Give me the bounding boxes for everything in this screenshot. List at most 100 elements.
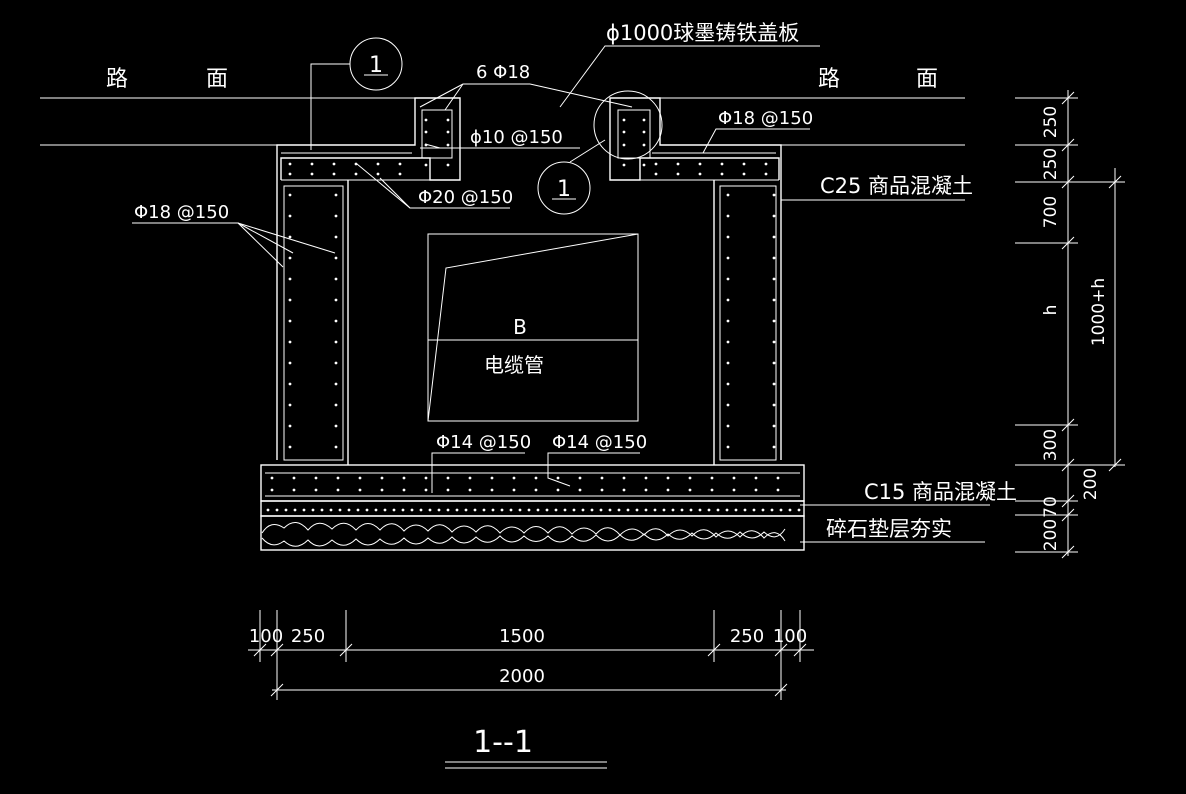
rebar-dot <box>446 130 450 134</box>
rebar-dot <box>772 277 776 281</box>
rebar-dot <box>578 488 582 492</box>
road-left-1: 路 <box>106 67 128 92</box>
road-surface <box>40 97 965 146</box>
rebar-dot <box>512 488 516 492</box>
rebar-dot <box>534 488 538 492</box>
rebar-dot <box>642 143 646 147</box>
base-slab <box>260 464 805 551</box>
rebar-phi18-top-label: Φ18 @150 <box>718 108 813 129</box>
rebar-dot <box>288 235 292 239</box>
rebar-dot <box>509 508 513 512</box>
rebar-phi14-b-label: Φ14 @150 <box>552 432 647 453</box>
rebar-dot <box>288 382 292 386</box>
dim-250-b: 250 <box>1041 148 1061 180</box>
rebar-dot <box>446 143 450 147</box>
rebar-dot <box>288 445 292 449</box>
gravel-pattern <box>261 522 786 547</box>
svg-text:1: 1 <box>557 177 571 202</box>
detail-mark-1-bottom: 1 <box>537 90 663 215</box>
rebar-dot <box>527 508 531 512</box>
rebar-dot <box>374 508 378 512</box>
rebar-dot <box>437 508 441 512</box>
rebar-dot <box>688 488 692 492</box>
dim-h: h <box>1041 305 1061 316</box>
rebar-dot <box>402 476 406 480</box>
rebar-dot <box>288 277 292 281</box>
rebar-dot <box>772 235 776 239</box>
dim-2000: 2000 <box>499 666 545 687</box>
rebar-dot <box>772 193 776 197</box>
rebar-dot <box>464 508 468 512</box>
rebar-dot <box>310 162 314 166</box>
rebar-dot <box>572 508 576 512</box>
rebar-dot <box>468 488 472 492</box>
rebar-dot <box>536 508 540 512</box>
rebar-dot <box>275 508 279 512</box>
rebar-dot <box>410 508 414 512</box>
bottom-dimension-chain: 100 250 1500 250 100 2000 <box>248 610 814 700</box>
rebar-dot <box>288 256 292 260</box>
rebar-dot <box>314 488 318 492</box>
rebar-dot <box>622 143 626 147</box>
rebar-dot <box>338 508 342 512</box>
rebar-dot <box>288 424 292 428</box>
road-right-2: 面 <box>916 67 938 92</box>
rebar-dot <box>334 445 338 449</box>
rebar-dot <box>334 298 338 302</box>
rebar-phi10-label: ϕ10 @150 <box>470 127 563 148</box>
rebar-phi14-a-label: Φ14 @150 <box>436 432 531 453</box>
rebar-dot <box>446 488 450 492</box>
rebar-dot <box>772 445 776 449</box>
rebar-dot <box>329 508 333 512</box>
rebar-dot <box>270 476 274 480</box>
rebar-dot <box>742 172 746 176</box>
rebar-dot <box>600 476 604 480</box>
rebar-dot <box>402 488 406 492</box>
rebar-dot <box>356 508 360 512</box>
rebar-dot <box>600 488 604 492</box>
dim-1000h: 1000+h <box>1089 278 1109 346</box>
rebar-dot <box>726 445 730 449</box>
rebar-dot <box>743 508 747 512</box>
rebar-dot <box>468 476 472 480</box>
top-slab <box>276 97 782 460</box>
rebar-dot <box>292 488 296 492</box>
rebar-dot <box>266 508 270 512</box>
rebar-dot <box>635 508 639 512</box>
rebar-dot <box>726 235 730 239</box>
rebar-dot <box>311 508 315 512</box>
rebar-dot <box>270 488 274 492</box>
road-right-1: 路 <box>818 67 840 92</box>
rebar-dot <box>424 476 428 480</box>
rebar-dot <box>720 172 724 176</box>
rebar-dot <box>772 361 776 365</box>
rebar-dot <box>288 162 292 166</box>
rebar-dot <box>698 172 702 176</box>
rebar-dot <box>622 163 626 167</box>
rebar-dots <box>266 118 801 512</box>
rebar-dot <box>642 118 646 122</box>
rebar-dot <box>732 476 736 480</box>
rebar-dot <box>726 361 730 365</box>
detail-mark-1-top: 1 <box>310 37 403 150</box>
rebar-dot <box>772 319 776 323</box>
rebar-dot <box>347 508 351 512</box>
rebar-dot <box>490 476 494 480</box>
rebar-dot <box>599 508 603 512</box>
right-dimension-chain: 250 250 700 h 300 70 200 200 1000+h <box>1015 90 1125 559</box>
dim-1500: 1500 <box>499 626 545 647</box>
rebar-dot <box>654 162 658 166</box>
rebar-6phi18-label: 6 Φ18 <box>476 62 530 83</box>
rebar-dot <box>288 361 292 365</box>
rebar-dot <box>455 508 459 512</box>
rebar-dot <box>725 508 729 512</box>
rebar-dot <box>446 163 450 167</box>
rebar-dot <box>314 476 318 480</box>
rebar-dot <box>707 508 711 512</box>
rebar-dot <box>336 488 340 492</box>
dim-200: 200 <box>1081 468 1101 500</box>
dim-200-b: 200 <box>1041 519 1061 551</box>
rebar-dot <box>292 476 296 480</box>
rebar-dot <box>642 130 646 134</box>
